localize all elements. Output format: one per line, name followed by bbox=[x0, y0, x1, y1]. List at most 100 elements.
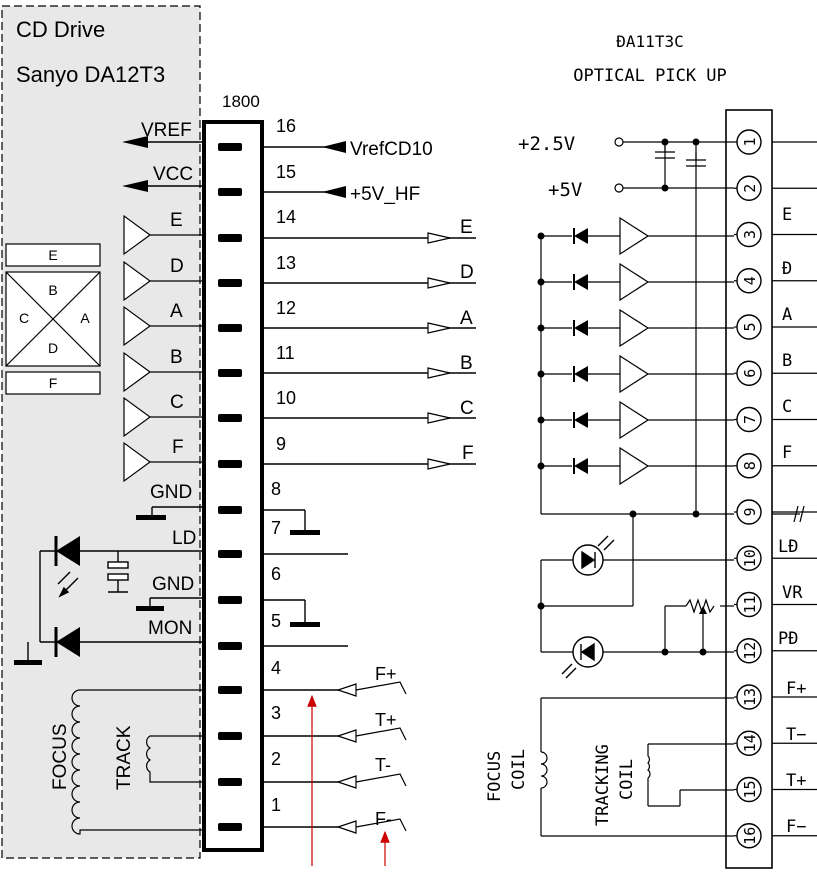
label-gnd1: GND bbox=[150, 482, 192, 503]
conn-pin-13: 13 bbox=[276, 253, 296, 273]
label-2-5v: +2.5V bbox=[518, 133, 575, 155]
resistor-icon bbox=[685, 598, 715, 614]
label-gnd2: GND bbox=[152, 574, 194, 595]
label-e: E bbox=[170, 210, 183, 231]
sensor-b: B bbox=[48, 282, 57, 298]
buffer-b-icon bbox=[123, 351, 152, 393]
ground-icon-4 bbox=[290, 530, 320, 535]
signal-t-plus: T+ bbox=[375, 710, 397, 730]
label-vcc: VCC bbox=[153, 164, 193, 185]
pickup-pin-number: 16 bbox=[741, 827, 759, 845]
amplifier-icon bbox=[619, 216, 650, 256]
amplifier-icon bbox=[619, 308, 650, 348]
pin-contact bbox=[218, 143, 242, 151]
signal-a: A bbox=[460, 308, 473, 329]
laser-diode-icon bbox=[56, 536, 80, 566]
pickup-wires bbox=[540, 141, 734, 837]
pin-contact bbox=[218, 279, 242, 287]
vcc-arrow-icon bbox=[122, 180, 148, 192]
light-emission-icon bbox=[57, 571, 79, 598]
buffer-c-icon bbox=[123, 396, 152, 438]
conn-pin-11: 11 bbox=[276, 343, 295, 363]
pickup-pin-number: 7 bbox=[741, 415, 759, 424]
pickup-label-a: A bbox=[782, 305, 792, 325]
label-d: D bbox=[170, 256, 184, 277]
focus-coil-label-2: COIL bbox=[509, 749, 529, 790]
conn-pin-12: 12 bbox=[276, 298, 296, 318]
photodiode-icon bbox=[574, 412, 588, 428]
pickup-pin-number: 2 bbox=[741, 184, 759, 193]
pin-contact bbox=[218, 324, 242, 332]
pin-contact bbox=[218, 188, 242, 196]
pickup-pin-number: 4 bbox=[741, 276, 759, 285]
amplifier-icon bbox=[619, 262, 650, 302]
pickup-pin-circle bbox=[736, 823, 762, 849]
pickup-label-d: Đ bbox=[782, 259, 792, 279]
tracking-coil-label-1: TRACKING bbox=[593, 744, 613, 826]
pickup-pin-number: 1 bbox=[741, 137, 759, 146]
label-ld: LD bbox=[172, 528, 196, 549]
pickup-pin-circle bbox=[736, 638, 762, 664]
sensor-f: F bbox=[49, 375, 58, 391]
pickup-label-b: B bbox=[782, 351, 792, 371]
buffer-a-icon bbox=[123, 305, 152, 347]
pickup-pin-circle bbox=[736, 175, 762, 201]
label-a: A bbox=[170, 301, 183, 322]
connector-pins bbox=[218, 143, 242, 831]
focus-coil-icon bbox=[71, 689, 202, 835]
pickup-pin-circle bbox=[736, 730, 762, 756]
photodiode-icon bbox=[574, 458, 588, 474]
capacitor-icon bbox=[107, 551, 129, 593]
pickup-pin-circle bbox=[736, 406, 762, 433]
drive-title: CD Drive bbox=[16, 17, 105, 42]
ground-icon-5 bbox=[290, 622, 320, 627]
ground-icon-3 bbox=[14, 660, 42, 665]
pickup-pin-circle bbox=[736, 776, 762, 803]
pickup-model: ĐA11T3C bbox=[616, 32, 683, 51]
pin-contact bbox=[218, 234, 242, 242]
signal-e: E bbox=[460, 217, 473, 238]
pickup-pin-number: 10 bbox=[741, 549, 759, 567]
photodiode-amplifiers bbox=[537, 138, 734, 656]
pickup-pin-circle bbox=[736, 591, 762, 618]
pickup-pin-number: 15 bbox=[741, 780, 759, 798]
wiper-arrow-icon bbox=[699, 606, 707, 614]
ground-icon bbox=[136, 515, 166, 520]
pickup-label-t-plus: T+ bbox=[786, 771, 806, 791]
signal-b: B bbox=[460, 353, 473, 374]
pickup-pin-circle bbox=[736, 268, 762, 294]
v5hf-arrow-icon bbox=[322, 186, 346, 198]
terminal-icon-2 bbox=[614, 183, 624, 193]
track-coil-icon bbox=[146, 735, 202, 783]
pin-contact bbox=[218, 369, 242, 377]
pickup-pin-number: 9 bbox=[741, 507, 759, 516]
sensor-layout bbox=[5, 243, 101, 395]
pickup-label-ld: LĐ bbox=[778, 537, 798, 557]
tracking-coil-icon bbox=[647, 755, 651, 779]
pickup-label-f-minus: F− bbox=[786, 817, 806, 837]
laser-diode-right-icon bbox=[572, 535, 615, 576]
pickup-pin-circle bbox=[736, 314, 762, 340]
photodiode-icon bbox=[574, 320, 588, 336]
photodiode-icon bbox=[574, 228, 588, 244]
pickup-pin-number: 3 bbox=[741, 230, 759, 239]
pickup-pin-circle bbox=[736, 221, 762, 248]
signal-t-minus: T- bbox=[375, 755, 391, 775]
label-5v: +5V bbox=[548, 179, 582, 201]
left-buffers bbox=[123, 214, 202, 483]
pickup-pin-number: 13 bbox=[741, 688, 759, 706]
connector-body bbox=[202, 120, 264, 852]
photodiode-icon bbox=[574, 274, 588, 290]
pin-contact bbox=[218, 596, 242, 604]
pickup-title: OPTICAL PICK UP bbox=[573, 66, 727, 86]
connector-label: 1800 bbox=[222, 92, 260, 111]
chassis-ground-icon bbox=[772, 505, 805, 523]
monitor-diode-icon bbox=[56, 627, 80, 657]
pickup-pin-circle bbox=[736, 499, 762, 525]
pin-contact bbox=[218, 460, 242, 468]
pickup-label-f: F bbox=[782, 443, 792, 463]
cd-drive-panel: CD Drive Sanyo DA12T3 E B C A D F VREF V… bbox=[1, 5, 202, 859]
monitor-diode-right-icon bbox=[561, 636, 604, 679]
